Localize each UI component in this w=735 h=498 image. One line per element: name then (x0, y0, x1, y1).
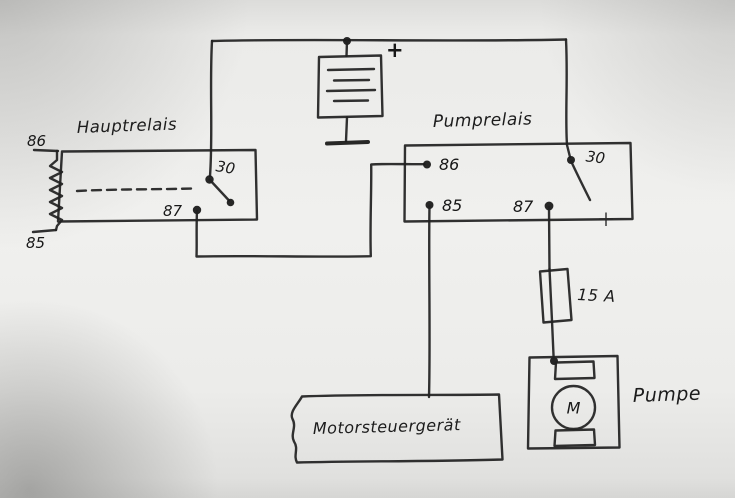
wire-top-rail (210, 38, 568, 43)
main-relay-switch-arm (208, 178, 231, 202)
battery-lead-top (345, 39, 349, 58)
pump-outer-box (526, 354, 621, 450)
main-relay-86-stub (32, 148, 60, 153)
pump-motor-label: M (567, 399, 581, 418)
main-relay-85-label: 85 (26, 234, 45, 252)
wire-85-to-ecu (427, 204, 431, 399)
main-relay-87-label: 87 (163, 202, 183, 220)
ecu-label: Motorsteuergerät (313, 415, 462, 438)
fuse-label: 15 A (577, 285, 616, 306)
pump-relay-85-label: 85 (442, 196, 462, 215)
pump-relay-30-label: 30 (585, 147, 606, 167)
main-relay-actuator-dashed (75, 187, 194, 193)
battery-plate (325, 88, 377, 93)
pump-relay-86-terminal-dot (423, 160, 431, 169)
wire-left-drop (208, 39, 214, 178)
fuse-body (538, 267, 573, 324)
pump-relay-86-label: 86 (439, 155, 459, 174)
ground-symbol (325, 140, 370, 146)
wire-right-drop (564, 38, 572, 159)
main-relay-arm-end-dot (226, 198, 235, 207)
main-relay-30-label: 30 (215, 157, 237, 178)
pump-relay-box (403, 141, 634, 223)
battery-plate (332, 99, 370, 103)
wire-87-to-fuse (547, 205, 551, 271)
pump-relay-87-label: 87 (513, 197, 534, 216)
battery-plate (332, 78, 371, 82)
battery-body (316, 54, 384, 119)
main-relay-title: Hauptrelais (76, 115, 177, 137)
pump-terminal-bottom-rect (553, 428, 597, 448)
pump-relay-switch-arm (569, 159, 592, 202)
battery-plus-label: + (386, 38, 404, 62)
cursor-crosshair-icon (599, 212, 613, 226)
wire-87-to-86 (195, 162, 426, 258)
main-relay-86-label: 86 (27, 132, 46, 150)
battery-lead-bottom (344, 116, 349, 143)
main-relay-85-stub (31, 228, 58, 234)
pump-relay-title: Pumprelais (433, 109, 533, 132)
main-relay-coil-zigzag (48, 149, 64, 232)
pump-label: Pumpe (632, 383, 701, 407)
ecu-box (290, 393, 504, 464)
pump-terminal-top-rect (553, 360, 596, 381)
wire-fuse-to-pump (548, 267, 555, 359)
battery-plate (326, 67, 376, 72)
